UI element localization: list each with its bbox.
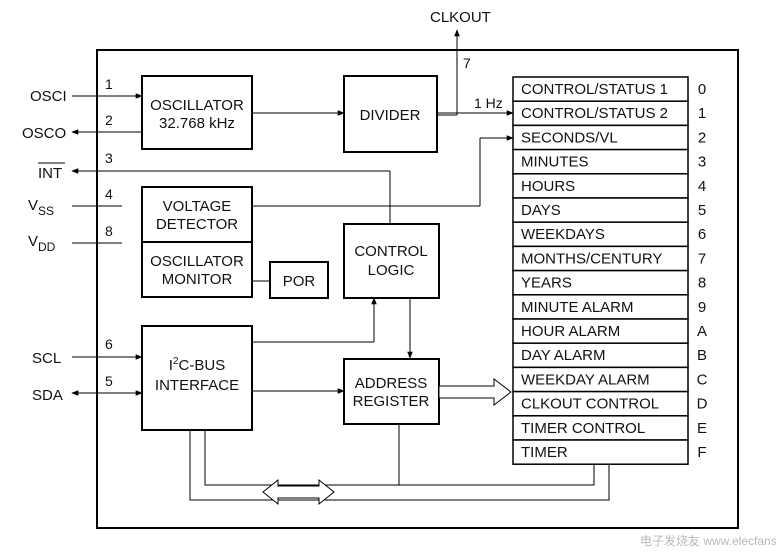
address-register-block — [343, 358, 440, 425]
register-address: 5 — [698, 202, 706, 219]
oscillator-label-2: 32.768 kHz — [159, 115, 235, 132]
register-row — [512, 415, 689, 441]
register-name: WEEKDAYS — [521, 226, 605, 243]
register-address: 8 — [698, 275, 706, 292]
clkout-label: CLKOUT — [430, 9, 491, 26]
register-address: D — [697, 396, 708, 413]
voltage-detector-label-1: VOLTAGE — [163, 198, 232, 215]
register-name: WEEKDAY ALARM — [521, 371, 650, 388]
register-address: 0 — [698, 81, 706, 98]
register-name: DAY ALARM — [521, 347, 605, 364]
register-address: C — [697, 371, 708, 388]
register-row — [512, 148, 689, 175]
register-name: MINUTES — [521, 154, 589, 171]
register-name: TIMER CONTROL — [521, 420, 645, 437]
scl-label: SCL — [32, 350, 61, 367]
address-register-label-2: REGISTER — [353, 393, 430, 410]
sda-pin-number: 5 — [105, 373, 113, 389]
register-name: TIMER — [521, 444, 568, 461]
oscillator-label-1: OSCILLATOR — [150, 97, 244, 114]
register-address: 7 — [698, 250, 706, 267]
freq-label: 1 Hz — [474, 95, 503, 111]
int-pin-number: 3 — [105, 150, 113, 166]
por-block — [269, 261, 329, 299]
int-label: INT — [38, 165, 62, 182]
control-logic-label-1: CONTROL — [354, 243, 427, 260]
register-name: CONTROL/STATUS 1 — [521, 81, 668, 98]
control-logic-label-2: LOGIC — [368, 262, 415, 279]
por-label: POR — [283, 273, 316, 290]
voltage-detector-label-2: DETECTOR — [156, 216, 238, 233]
register-row — [512, 390, 689, 417]
register-row — [512, 342, 689, 369]
watermark: 电子发烧友 www.elecfans.com — [640, 533, 776, 548]
sda-label: SDA — [32, 387, 63, 404]
osci-pin-number: 1 — [105, 76, 113, 92]
bidirectional-bus-arrow — [262, 478, 335, 506]
i2c-interface-block — [141, 325, 253, 431]
register-address: 2 — [698, 129, 706, 146]
register-address: 3 — [698, 154, 706, 171]
register-row — [512, 318, 689, 344]
clkout-pin-number: 7 — [463, 55, 471, 71]
scl-pin-number: 6 — [105, 336, 113, 352]
address-bus-arrow — [438, 377, 512, 407]
divider-block — [343, 75, 438, 153]
register-address: E — [697, 420, 707, 437]
register-row — [512, 76, 689, 102]
register-address: 1 — [698, 105, 706, 122]
control-logic-block — [343, 223, 440, 299]
register-address: B — [697, 347, 707, 364]
oscillator-block — [141, 75, 253, 150]
register-row — [512, 269, 689, 296]
register-row — [512, 439, 689, 465]
data-bus-outer — [189, 430, 610, 501]
register-address: 4 — [698, 178, 706, 195]
register-name: DAYS — [521, 202, 561, 219]
register-name: YEARS — [521, 275, 572, 292]
i2c-interface-label-1: I2C-BUS — [169, 356, 225, 374]
vss-pin-number: 4 — [105, 186, 113, 202]
osci-label: OSCI — [30, 88, 67, 105]
vdd-label: VDD — [28, 233, 56, 254]
osco-label: OSCO — [22, 125, 66, 142]
address-register-label-1: ADDRESS — [355, 375, 428, 392]
i2c-interface-label-2: INTERFACE — [155, 377, 239, 394]
divider-label: DIVIDER — [360, 107, 421, 124]
oscillator-monitor-block — [141, 241, 253, 298]
register-name: HOUR ALARM — [521, 323, 620, 340]
register-row — [512, 124, 689, 151]
oscillator-monitor-label-2: MONITOR — [162, 271, 233, 288]
register-row — [512, 221, 689, 248]
register-name: HOURS — [521, 178, 575, 195]
register-row — [512, 100, 689, 127]
osco-pin-number: 2 — [105, 112, 113, 128]
register-address: 6 — [698, 226, 706, 243]
register-name: MONTHS/CENTURY — [521, 250, 662, 267]
register-row — [512, 173, 689, 199]
vdd-pin-number: 8 — [105, 223, 113, 239]
register-address: 9 — [698, 299, 706, 316]
register-name: CLKOUT CONTROL — [521, 396, 659, 413]
register-address: A — [697, 323, 707, 340]
register-name: MINUTE ALARM — [521, 299, 634, 316]
register-address: F — [697, 444, 706, 461]
register-name: SECONDS/VL — [521, 129, 618, 146]
vss-label: VSS — [28, 197, 54, 218]
register-name: CONTROL/STATUS 2 — [521, 105, 668, 122]
oscillator-monitor-label-1: OSCILLATOR — [150, 253, 244, 270]
register-row — [512, 245, 689, 272]
register-row — [512, 197, 689, 223]
